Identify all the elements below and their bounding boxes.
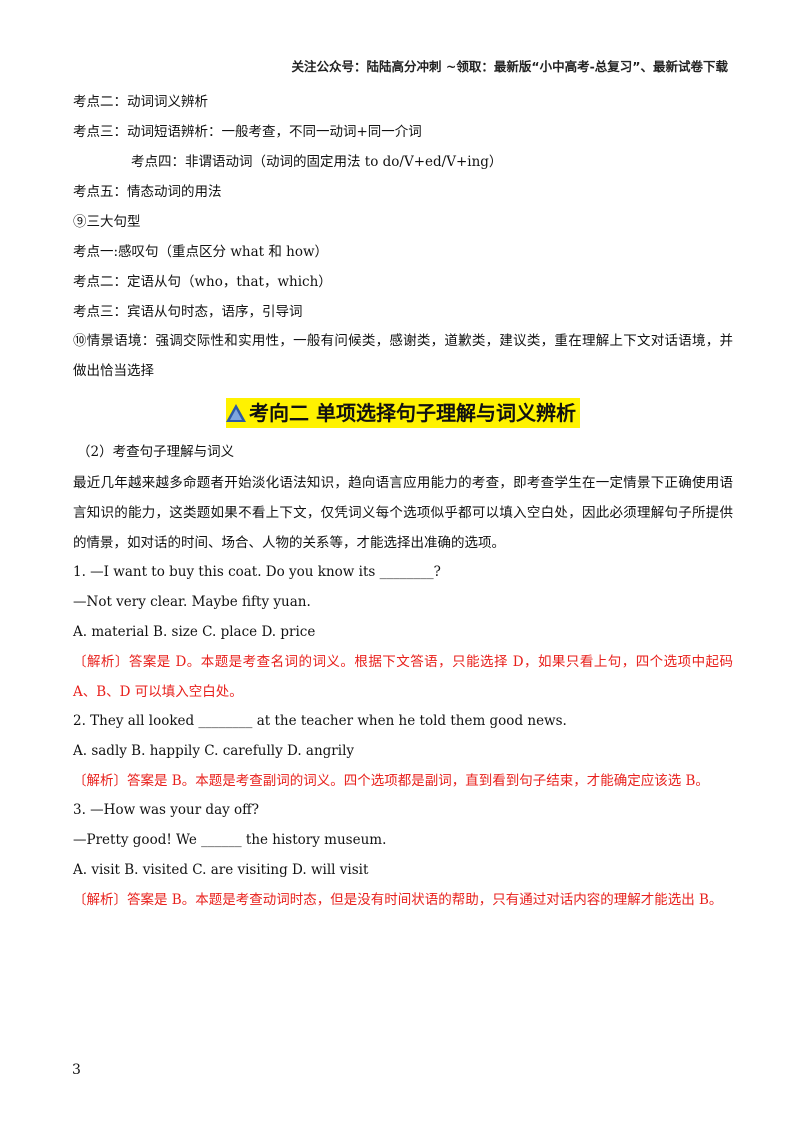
question-stem: 2. They all looked ________ at the teach…	[73, 713, 567, 729]
question-options: A. visit B. visited C. are visiting D. w…	[73, 862, 369, 878]
intro-subtitle: （2）考查句子理解与词义	[77, 444, 235, 460]
question-stem: 1. —I want to buy this coat. Do you know…	[73, 564, 441, 580]
point-line: ⑩情景语境：强调交际性和实用性，一般有问候类，感谢类，道歉类，建议类，重在理解上…	[73, 333, 733, 379]
page-header: 关注公众号：陆陆高分冲刺 ~领取：最新版“小中高考-总复习”、最新试卷下载	[291, 59, 728, 74]
question-3: 3. —How was your day off? —Pretty good! …	[73, 800, 733, 915]
question-1: 1. —I want to buy this coat. Do you know…	[73, 562, 733, 707]
point-line: 考点一:感叹句（重点区分 what 和 how）	[73, 244, 329, 260]
section-title-highlight: 考向二 单项选择句子理解与词义辨析	[226, 397, 580, 428]
page-number: 3	[72, 1062, 81, 1078]
question-options: A. material B. size C. place D. price	[73, 624, 316, 640]
section-title: 考向二 单项选择句子理解与词义辨析	[73, 394, 733, 430]
question-stem: 3. —How was your day off?	[73, 802, 260, 818]
point-line: ⑨三大句型	[73, 214, 141, 230]
document-body: 考点二：动词词义辨析 考点三：动词短语辨析：一般考查，不同一动词+同一介词 考点…	[73, 92, 733, 915]
point-line: 考点二：动词词义辨析	[73, 94, 208, 110]
question-2: 2. They all looked ________ at the teach…	[73, 711, 733, 796]
triangle-icon	[226, 403, 247, 422]
question-stem-reply: —Pretty good! We ______ the history muse…	[73, 832, 387, 848]
question-analysis: 〔解析〕答案是 B。本题是考查动词时态，但是没有时间状语的帮助，只有通过对话内容…	[73, 892, 723, 908]
point-line: 考点三：动词短语辨析：一般考查，不同一动词+同一介词	[73, 124, 422, 140]
question-stem-reply: —Not very clear. Maybe fifty yuan.	[73, 594, 311, 610]
point-line: 考点四：非谓语动词（动词的固定用法 to do/V+ed/V+ing）	[131, 154, 503, 170]
question-analysis: 〔解析〕答案是 B。本题是考查副词的词义。四个选项都是副词，直到看到句子结束，才…	[73, 773, 709, 789]
intro-paragraph: 最近几年越来越多命题者开始淡化语法知识，趋向语言应用能力的考查，即考查学生在一定…	[73, 475, 733, 551]
question-analysis: 〔解析〕答案是 D。本题是考查名词的词义。根据下文答语，只能选择 D，如果只看上…	[73, 654, 733, 700]
question-options: A. sadly B. happily C. carefully D. angr…	[73, 743, 355, 759]
point-line: 考点三：宾语从句时态，语序，引导词	[73, 304, 303, 320]
point-line: 考点五：情态动词的用法	[73, 184, 222, 200]
point-line: 考点二：定语从句（who，that，which）	[73, 274, 332, 290]
section-title-text: 考向二 单项选择句子理解与词义辨析	[249, 400, 576, 425]
